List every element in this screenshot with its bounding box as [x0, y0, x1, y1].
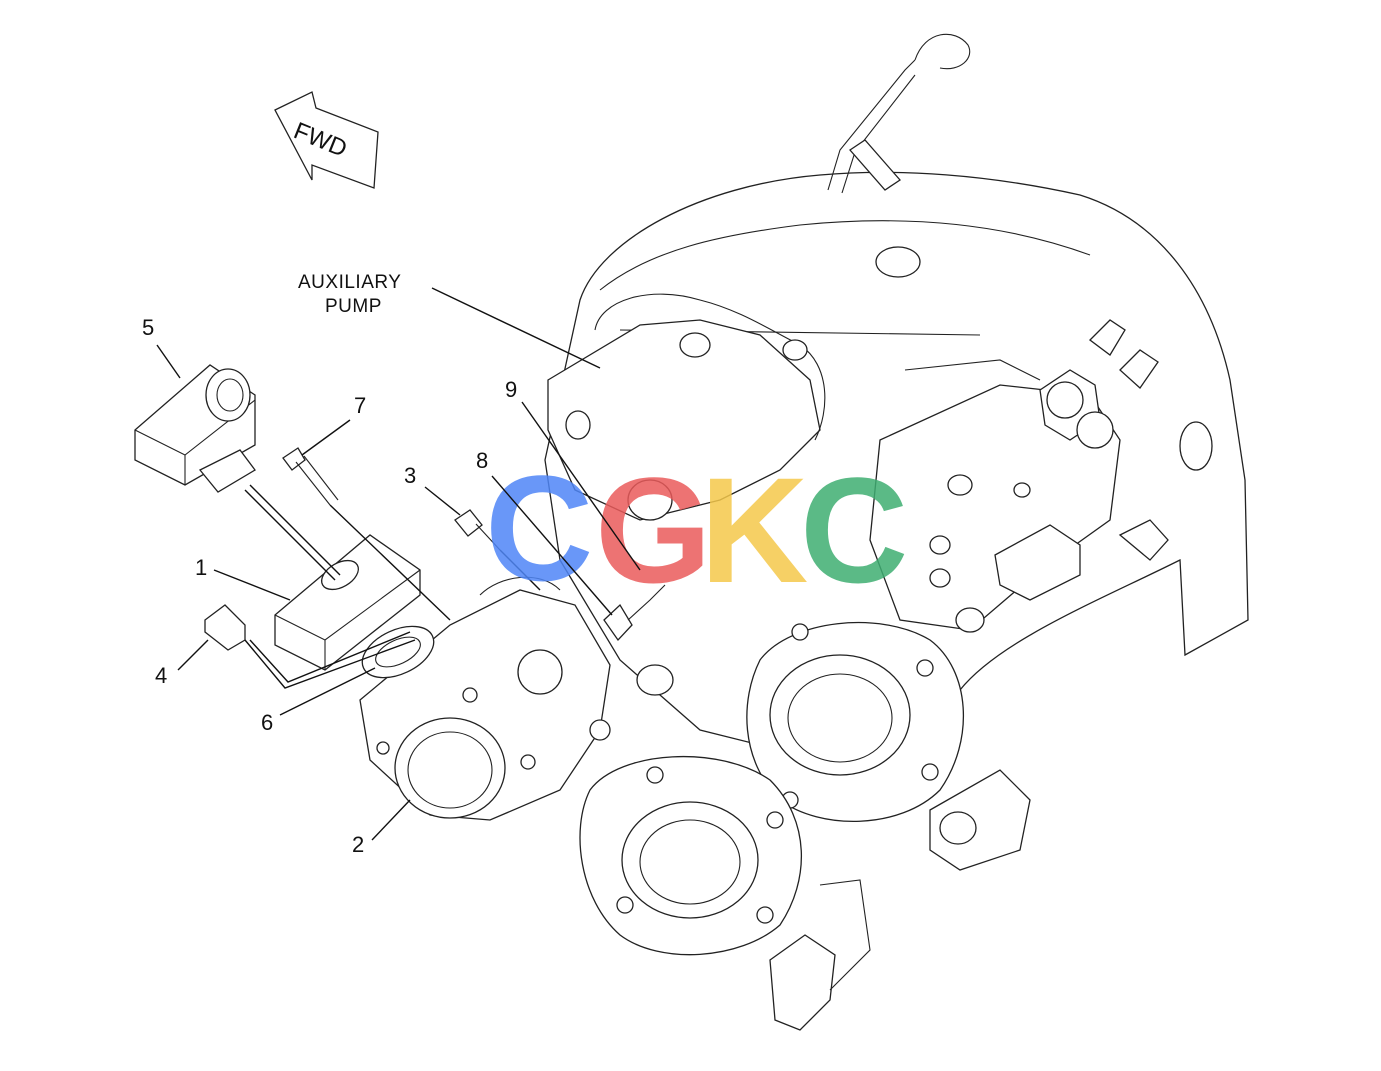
main-pump-assembly [134, 33, 1249, 1031]
callout-1: 1 [195, 555, 207, 580]
callout-2: 2 [352, 832, 364, 857]
watermark-letter-3: K [700, 446, 808, 614]
fwd-arrow-icon: FWD [274, 91, 379, 189]
callout-5: 5 [142, 315, 154, 340]
callout-auxiliary-pump-line2: PUMP [325, 296, 382, 317]
watermark-letter-1: C [485, 444, 593, 612]
callout-8: 8 [476, 448, 488, 473]
callout-4: 4 [155, 663, 167, 688]
callout-auxiliary-pump-line1: AUXILIARY [298, 272, 401, 293]
callout-9: 9 [505, 377, 517, 402]
watermark-logo: C G K C [485, 444, 908, 614]
callout-3: 3 [404, 463, 416, 488]
callout-7: 7 [354, 393, 366, 418]
callouts: AUXILIARY PUMP 5 7 9 3 8 1 4 6 2 [142, 272, 641, 857]
watermark-letter-2: G [595, 446, 712, 614]
callout-6: 6 [261, 710, 273, 735]
watermark-letter-4: C [800, 446, 908, 614]
